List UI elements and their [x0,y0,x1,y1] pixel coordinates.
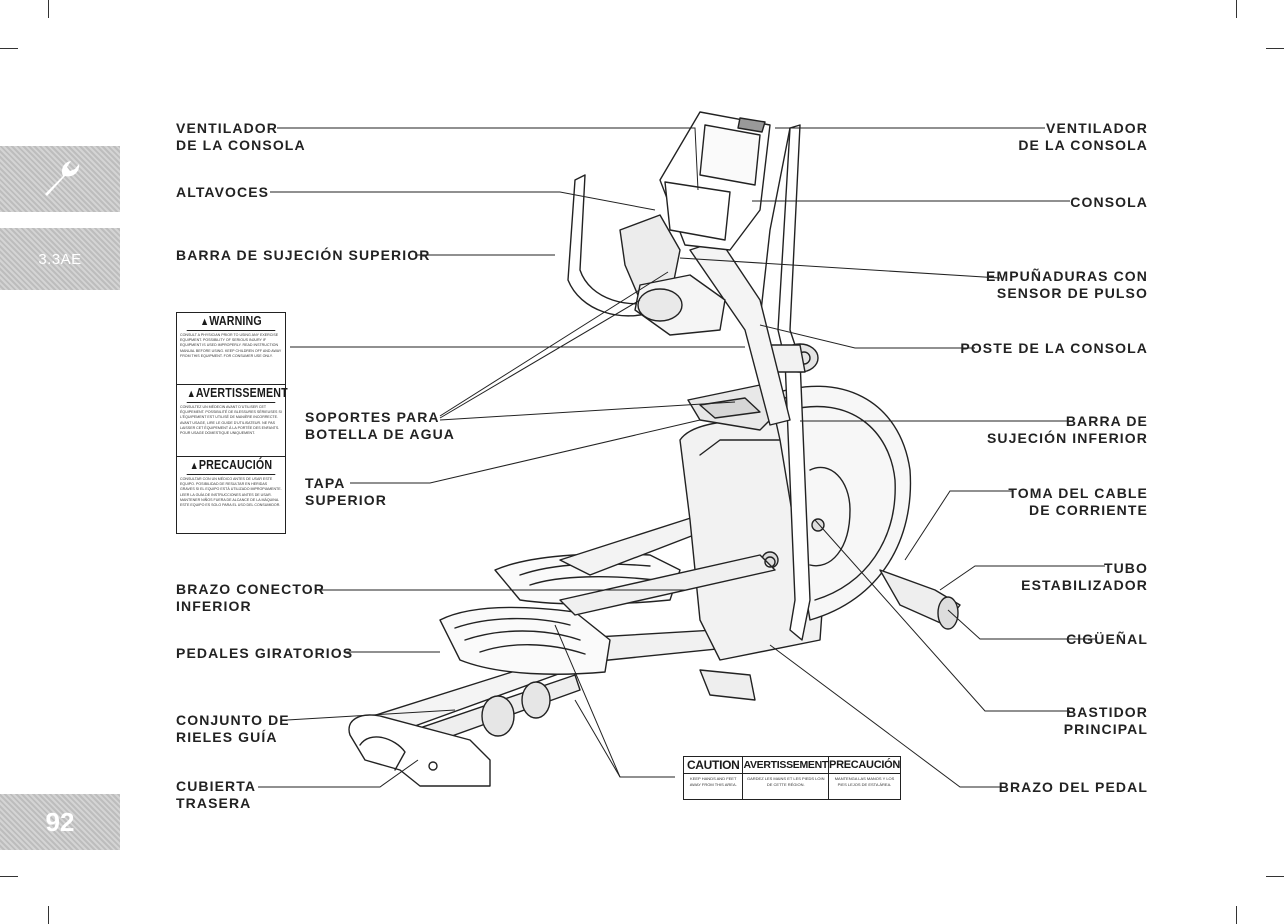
crop-mark [48,906,49,924]
warning-label: ▲WARNING Consult a physician prior to us… [176,312,288,534]
warning-text: Consultez un médecin avant d'utiliser ce… [180,405,282,436]
label-consola: CONSOLA [1070,194,1148,210]
label-poste: POSTE DE LA CONSOLA [960,340,1148,356]
warning-section-fr: ▲AVERTISSEMENT Consultez un médecin avan… [177,385,288,457]
warning-title: AVERTISSEMENT [195,385,288,400]
crop-mark [1236,906,1237,924]
warning-triangle-icon: ▲ [189,460,199,472]
crop-mark [0,876,18,877]
label-pedales: PEDALES GIRATORIOS [176,645,354,661]
wrench-icon [45,161,80,196]
crop-mark [1266,48,1284,49]
label-barra-superior: BARRA DE SUJECIÓN SUPERIOR [176,247,431,263]
label-altavoces: ALTAVOCES [176,184,270,200]
caution-section-en: CAUTION Keep hands and feet away from th… [684,757,744,799]
warning-text: Consult a physician prior to using any e… [180,333,282,358]
caution-label: CAUTION Keep hands and feet away from th… [683,756,901,800]
model-tab: 3.3AE [0,228,120,290]
warning-triangle-icon: ▲ [200,316,210,328]
label-ciguenal: CIGÜEÑAL [1066,631,1148,647]
tools-tab [0,146,120,212]
warning-section-es: ▲PRECAUCIÓN Consultar con un médico ante… [177,457,285,528]
warning-title: PRECAUCIÓN [198,457,273,472]
warning-text: Consultar con un médico antes de usar es… [180,477,282,508]
crop-mark [0,48,18,49]
caution-title: CAUTION [684,757,743,774]
warning-title: WARNING [209,313,262,328]
caution-text: Keep hands and feet away from this area. [689,776,737,787]
caution-title: PRECAUCIÓN [829,757,900,774]
crop-mark [1266,876,1284,877]
warning-section-en: ▲WARNING Consult a physician prior to us… [177,313,285,385]
caution-section-es: PRECAUCIÓN Mantenga las manos y los pies… [829,757,900,799]
crop-mark [48,0,49,18]
page-number-tab: 92 [0,794,120,850]
label-brazo-pedal: BRAZO DEL PEDAL [998,779,1148,795]
model-label: 3.3AE [38,250,82,268]
caution-title: AVERTISSEMENT [743,757,829,774]
caution-section-fr: AVERTISSEMENT Gardez les mains et les pi… [743,757,830,799]
caution-text: Gardez les mains et les pieds loin de ce… [746,776,825,787]
page-number: 92 [45,806,75,837]
crop-mark [1236,0,1237,18]
warning-triangle-icon: ▲ [186,388,196,400]
caution-text: Mantenga las manos y los pies lejos de e… [834,776,895,787]
